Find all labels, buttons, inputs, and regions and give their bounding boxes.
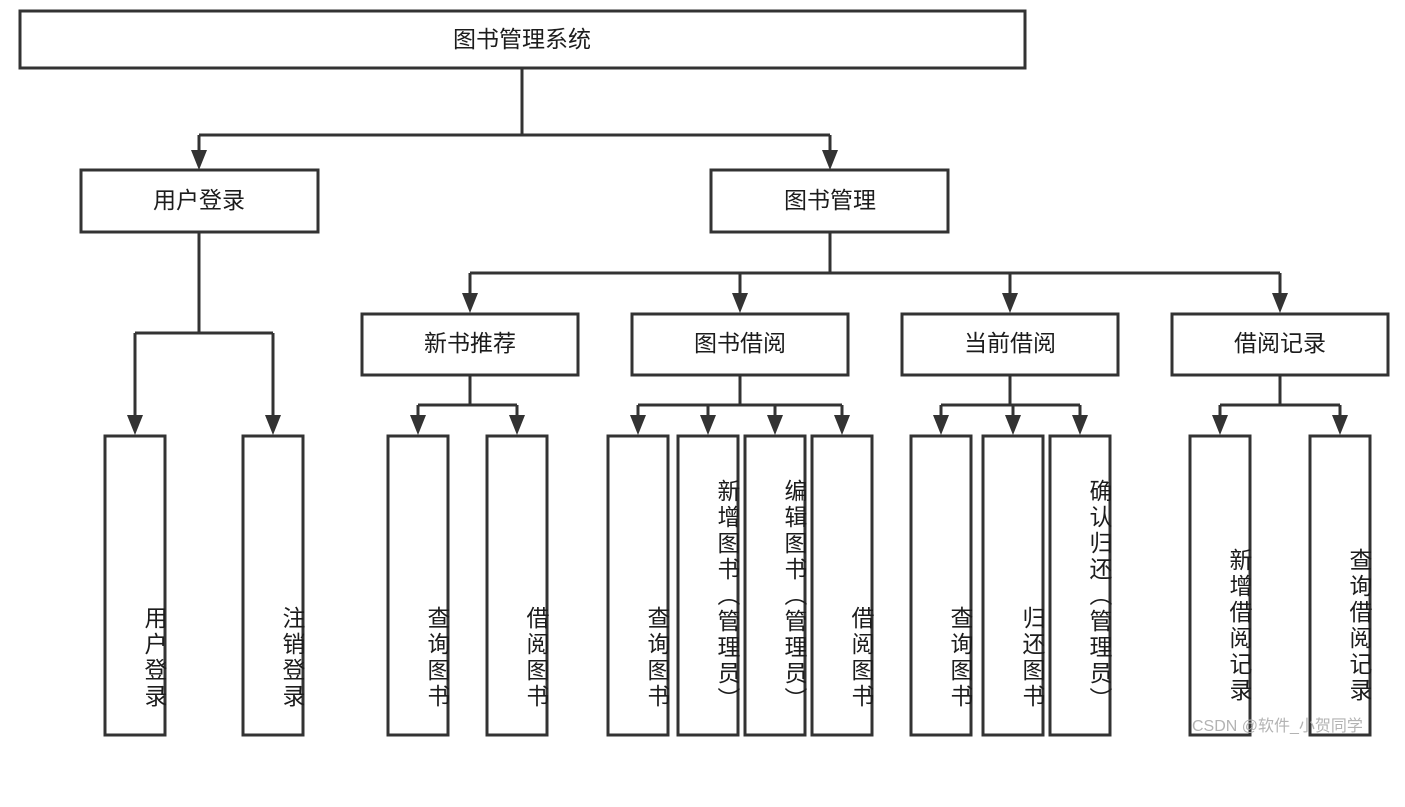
connector-book-borrow-to-leaves [630,375,850,435]
arrow-leaf-cb-confirm [1072,415,1088,435]
node-borrow-record-box[interactable] [1170,312,1390,377]
connector-user-login-to-leaves [127,232,281,435]
arrow-current-borrow [1002,293,1018,313]
connector-book-manage-to-level3 [462,232,1288,313]
node-new-book-rec-box[interactable] [360,312,580,377]
arrow-leaf-bb-edit [767,415,783,435]
leaf-box-cb-confirm-return[interactable] [1048,434,1112,737]
node-user-login[interactable]: 用户登录 [79,168,320,234]
arrow-user-login [191,150,207,170]
connector-current-borrow-to-leaves [933,375,1088,435]
arrow-borrow-record [1272,293,1288,313]
arrow-book-manage [822,150,838,170]
arrow-leaf-bb-add [700,415,716,435]
node-new-book-rec[interactable]: 新书推荐 [360,312,580,377]
node-user-login-label: 用户登录 [153,187,245,213]
node-root-label: 图书管理系统 [453,26,591,52]
leaf-box-bb-add-book[interactable] [676,434,740,737]
csdn-watermark: CSDN @软件_小贺同学 [1192,718,1363,735]
node-new-book-rec-label: 新书推荐 [424,330,516,356]
arrow-new-book-rec [462,293,478,313]
leaf-box-bb-query-book[interactable] [606,434,670,737]
node-root[interactable]: 图书管理系统 [18,9,1027,70]
leaf-box-logout[interactable] [241,434,305,737]
arrow-leaf-nbr-query [410,415,426,435]
arrow-leaf-cb-return [1005,415,1021,435]
leaf-box-bb-edit-book[interactable] [743,434,807,737]
node-root-box[interactable] [18,9,1027,70]
arrow-leaf-bb-borrow [834,415,850,435]
arrow-leaf-nbr-borrow [509,415,525,435]
node-current-borrow-label: 当前借阅 [964,330,1056,356]
node-book-borrow[interactable]: 图书借阅 [630,312,850,377]
node-book-manage[interactable]: 图书管理 [709,168,950,234]
node-current-borrow-box[interactable] [900,312,1120,377]
arrow-book-borrow [732,293,748,313]
arrow-leaf-logout [265,415,281,435]
arrow-leaf-bb-query [630,415,646,435]
leaf-box-nbr-borrow-book[interactable] [485,434,549,737]
node-book-manage-box[interactable] [709,168,950,234]
diagram-canvas: 图书管理系统 用户登录 图书管理 [18,9,1390,737]
node-book-manage-label: 图书管理 [784,187,876,213]
arrow-leaf-br-add [1212,415,1228,435]
node-current-borrow[interactable]: 当前借阅 [900,312,1120,377]
connector-root-to-level2 [191,68,838,170]
diagram-root: 图书管理系统 用户登录 图书管理 [18,9,1390,737]
leaf-boxes [103,434,1372,737]
leaf-box-br-add-record[interactable] [1188,434,1252,737]
leaf-box-cb-return-book[interactable] [981,434,1045,737]
node-borrow-record[interactable]: 借阅记录 [1170,312,1390,377]
leaf-box-bb-borrow-book[interactable] [810,434,874,737]
leaf-box-user-login[interactable] [103,434,167,737]
leaf-box-nbr-query-book[interactable] [386,434,450,737]
connector-new-book-rec-to-leaves [410,375,525,435]
arrow-leaf-user-login [127,415,143,435]
node-book-borrow-box[interactable] [630,312,850,377]
leaf-box-br-query-record[interactable] [1308,434,1372,737]
leaf-box-cb-query-book[interactable] [909,434,973,737]
node-borrow-record-label: 借阅记录 [1234,330,1326,356]
connector-borrow-record-to-leaves [1212,375,1348,435]
arrow-leaf-cb-query [933,415,949,435]
node-book-borrow-label: 图书借阅 [694,330,786,356]
arrow-leaf-br-query [1332,415,1348,435]
